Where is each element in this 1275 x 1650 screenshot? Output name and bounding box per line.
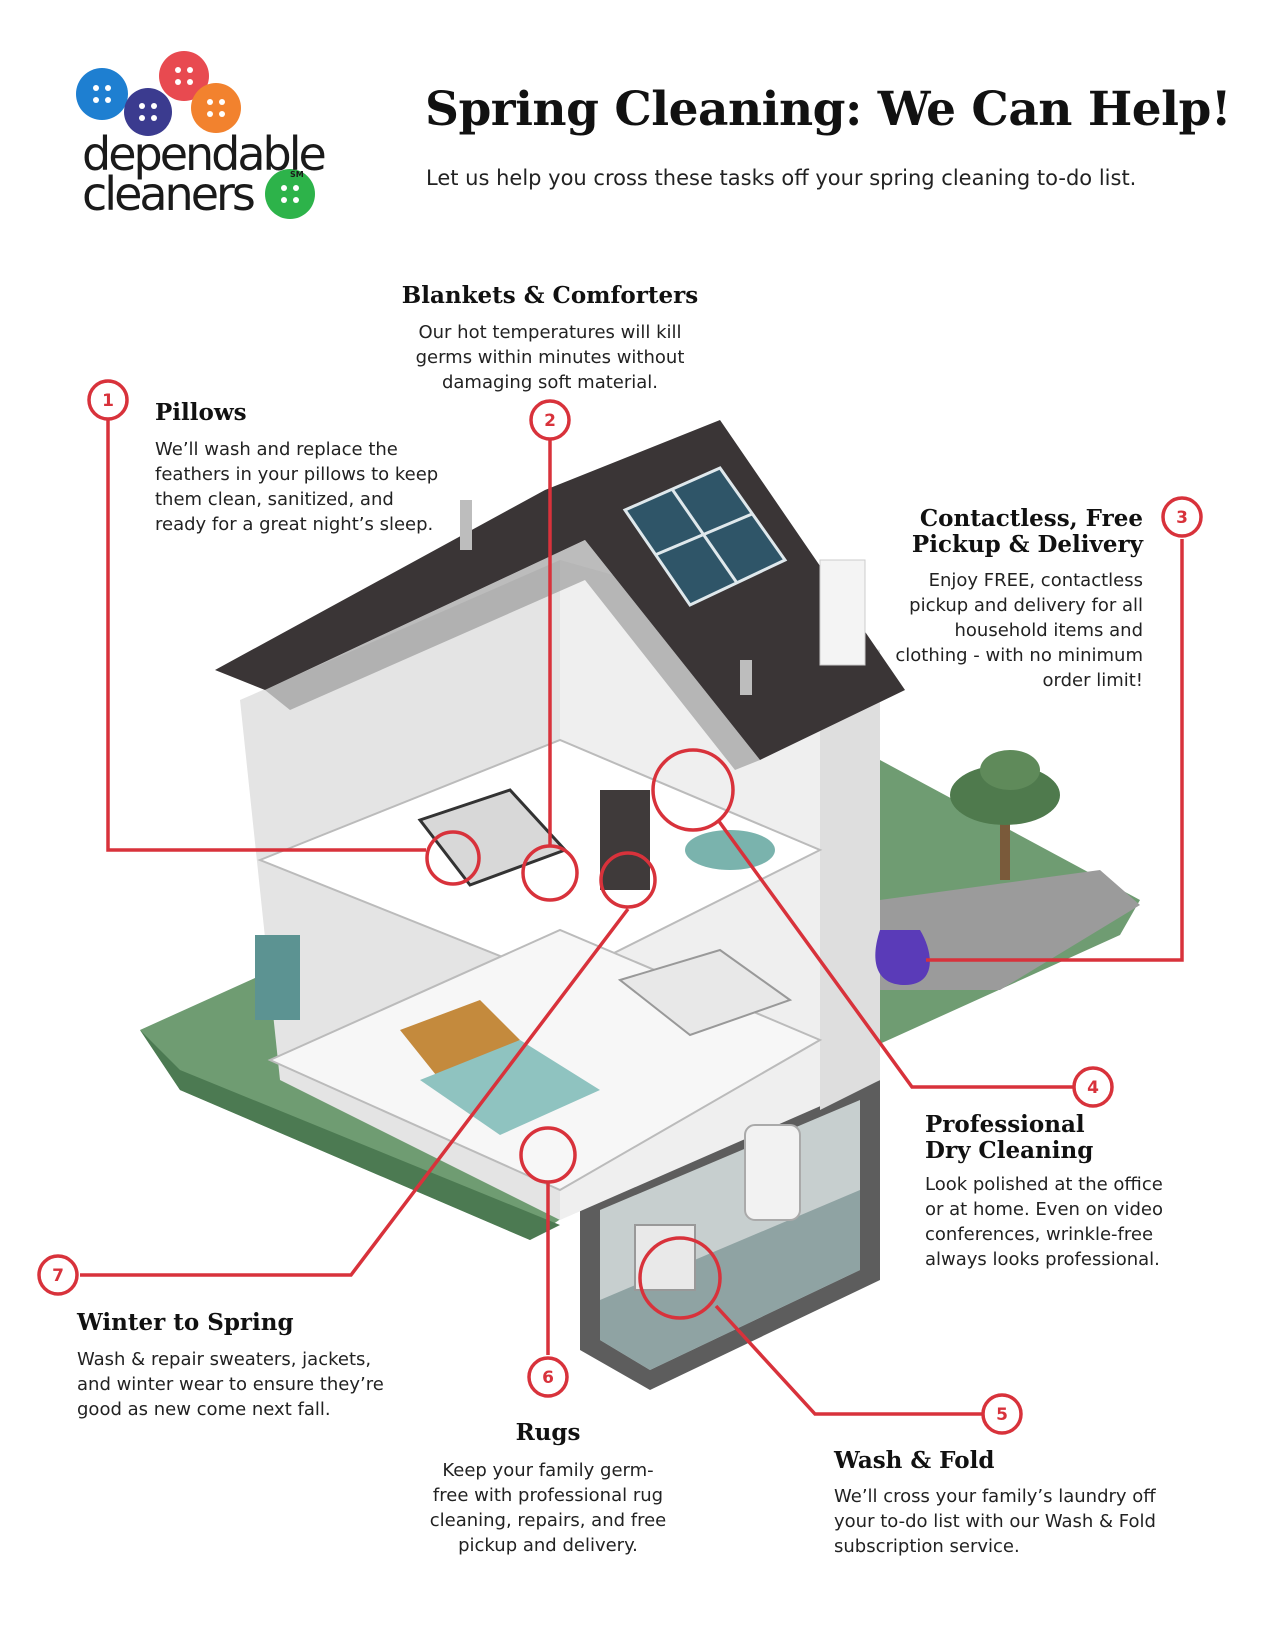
- svg-text:7: 7: [52, 1266, 64, 1286]
- tree-trunk-shape: [1000, 810, 1010, 880]
- svg-text:5: 5: [996, 1405, 1008, 1425]
- feature-dry-cleaning-title-line1: Professional: [925, 1111, 1085, 1138]
- logo-button-hole: [293, 197, 299, 203]
- badge-5: 5: [981, 1393, 1023, 1435]
- dining-table-shape: [617, 948, 793, 1037]
- logo-text-line2: cleaners: [82, 167, 256, 221]
- logo-button-hole: [93, 85, 99, 91]
- feature-pillows-body: We’ll wash and replace the feathers in y…: [155, 439, 439, 535]
- feature-wash-fold-body: We’ll cross your family’s laundry off yo…: [834, 1486, 1156, 1557]
- logo-button-5: [265, 169, 315, 219]
- badge-4: 4: [1072, 1066, 1114, 1108]
- logo-button-hole: [207, 111, 213, 117]
- feature-wash-fold-title: Wash & Fold: [834, 1447, 995, 1474]
- page-subtitle: Let us help you cross these tasks off yo…: [426, 166, 1137, 190]
- feature-rugs-title: Rugs: [515, 1419, 581, 1446]
- feature-blankets-body: Our hot temperatures will kill germs wit…: [415, 322, 685, 393]
- logo-text-line1: dependable: [82, 127, 327, 181]
- logo-button-hole: [281, 197, 287, 203]
- svg-text:6: 6: [542, 1368, 554, 1388]
- logo-button-hole: [281, 185, 287, 191]
- page-title: Spring Cleaning: We Can Help!: [425, 82, 1231, 137]
- chimney-shape: [819, 559, 866, 666]
- logo-button-hole: [175, 67, 181, 73]
- feature-dry-cleaning-body: Look polished at the office or at home. …: [925, 1174, 1163, 1270]
- logo-button-hole: [219, 99, 225, 105]
- logo-button-hole: [139, 115, 145, 121]
- feature-winter-body: Wash & repair sweaters, jackets, and win…: [77, 1349, 384, 1420]
- logo: dependable cleaners SM: [74, 50, 374, 230]
- logo-button-hole: [151, 115, 157, 121]
- logo-button-hole: [139, 103, 145, 109]
- sofa-shape: [400, 1000, 520, 1080]
- svg-text:4: 4: [1087, 1078, 1099, 1098]
- rug-shape: [420, 1040, 600, 1135]
- water-heater-shape: [744, 1124, 801, 1221]
- logo-button-1: [76, 68, 128, 120]
- svg-text:1: 1: [102, 391, 114, 411]
- feature-dry-cleaning-title-line2: Dry Cleaning: [925, 1137, 1094, 1164]
- logo-button-4: [191, 83, 241, 133]
- logo-button-3: [124, 88, 172, 136]
- logo-button-hole: [105, 85, 111, 91]
- logo-button-hole: [105, 97, 111, 103]
- logo-button-hole: [187, 79, 193, 85]
- logo-button-hole: [219, 111, 225, 117]
- logo-button-hole: [151, 103, 157, 109]
- svg-text:3: 3: [1176, 508, 1188, 528]
- feature-contactless-title-line2: Pickup & Delivery: [911, 531, 1143, 558]
- fridge-shape: [255, 935, 300, 1020]
- logo-button-hole: [293, 185, 299, 191]
- badge-3: 3: [1161, 496, 1203, 538]
- badge-6: 6: [527, 1356, 569, 1398]
- feature-contactless-title-line1: Contactless, Free: [919, 505, 1143, 532]
- logo-button-2: [159, 51, 209, 101]
- wardrobe-shape: [600, 790, 650, 890]
- logo-service-mark: SM: [290, 170, 304, 179]
- laundry-bag-shape: [875, 930, 930, 985]
- logo-button-hole: [175, 79, 181, 85]
- feature-pillows-title: Pillows: [155, 399, 247, 426]
- feature-contactless-body: Enjoy FREE, contactless pickup and deliv…: [895, 570, 1143, 691]
- table-shape: [685, 830, 775, 870]
- svg-text:2: 2: [544, 411, 556, 431]
- logo-button-hole: [93, 97, 99, 103]
- feature-rugs-body: Keep your family germ-free with professi…: [429, 1460, 667, 1556]
- logo-buttons-icon: [76, 51, 315, 219]
- badge-7: 7: [37, 1254, 79, 1296]
- logo-button-hole: [187, 67, 193, 73]
- feature-blankets-title: Blankets & Comforters: [401, 282, 699, 309]
- feature-winter-title: Winter to Spring: [77, 1309, 294, 1336]
- badge-1: 1: [87, 379, 129, 421]
- logo-button-hole: [207, 99, 213, 105]
- badge-2: 2: [529, 399, 571, 441]
